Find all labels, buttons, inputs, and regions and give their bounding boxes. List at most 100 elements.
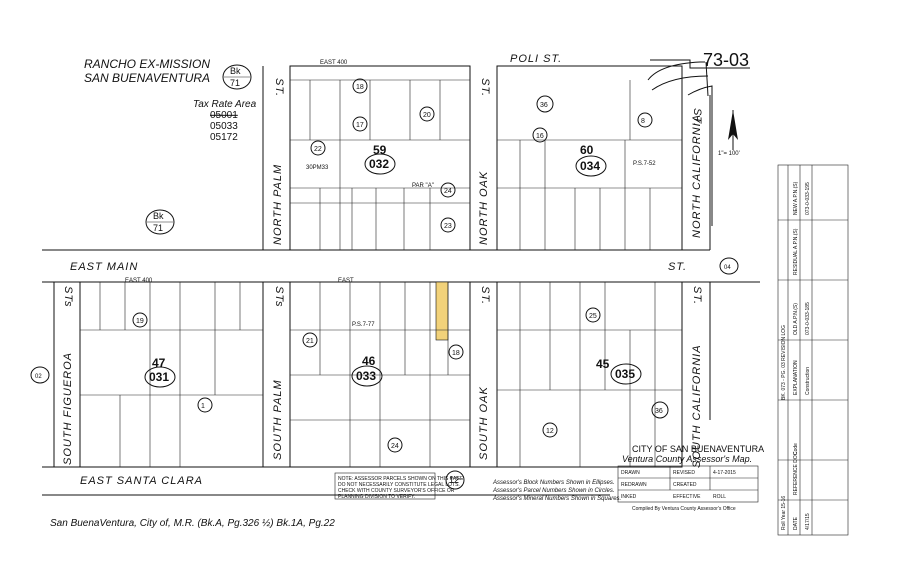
street-east-mid: EAST 400 — [125, 278, 153, 284]
svg-text:1: 1 — [201, 403, 205, 410]
book-ref-mid: Bk 71 — [145, 209, 175, 235]
svg-text:NOTE: ASSESSOR PARCELS SHOWN O: NOTE: ASSESSOR PARCELS SHOWN ON THIS PAG… — [338, 476, 464, 482]
svg-text:REVISED: REVISED — [673, 470, 695, 476]
svg-text:P.S.7-52: P.S.7-52 — [633, 161, 656, 167]
tax-rate-code-2: 05033 — [210, 121, 238, 132]
street-east-main-st: ST. — [668, 261, 687, 273]
block-031: 031 47 — [79, 281, 264, 468]
svg-text:24: 24 — [391, 443, 399, 450]
svg-text:30PM33: 30PM33 — [306, 165, 329, 171]
svg-text:4-17-2015: 4-17-2015 — [713, 470, 736, 476]
header-line-2: SAN BUENAVENTURA — [84, 71, 210, 85]
svg-text:073-0-033-195: 073-0-033-195 — [805, 182, 811, 215]
svg-text:12: 12 — [546, 428, 554, 435]
svg-text:031: 031 — [149, 370, 169, 384]
svg-text:59: 59 — [373, 143, 387, 157]
svg-text:36: 36 — [655, 408, 663, 415]
svg-text:21: 21 — [306, 338, 314, 345]
svg-text:P.S.7-77: P.S.7-77 — [352, 322, 375, 328]
street-south-figueroa-sts: STs — [62, 286, 74, 308]
street-south-figueroa: SOUTH FIGUEROA — [62, 352, 74, 465]
svg-text:035: 035 — [615, 367, 635, 381]
tax-rate-code-3: 05172 — [210, 132, 238, 143]
svg-text:034: 034 — [580, 159, 600, 173]
note-box: NOTE: ASSESSOR PARCELS SHOWN ON THIS PAG… — [334, 472, 464, 500]
parcel-circles: 18 17 20 22 24 23 16 8 19 1 21 24 18 25 … — [132, 78, 653, 453]
svg-text:46: 46 — [362, 354, 376, 368]
street-south-oak-st: ST. — [479, 286, 491, 305]
svg-text:RESIDUAL A.P.N.(S): RESIDUAL A.P.N.(S) — [793, 228, 799, 275]
svg-text:Code: Code — [793, 443, 799, 455]
svg-text:45: 45 — [596, 357, 610, 371]
block-032: 032 59 30PM33 PAR "A" — [289, 65, 471, 251]
title-block: CITY OF SAN BUENAVENTURA Ventura County … — [617, 444, 764, 512]
block-035: 035 45 36 — [496, 281, 683, 468]
svg-text:DRAWN: DRAWN — [621, 470, 640, 476]
svg-text:19: 19 — [136, 318, 144, 325]
svg-text:CREATED: CREATED — [673, 482, 697, 488]
legend: Assessor's Block Numbers Shown in Ellips… — [492, 480, 621, 502]
svg-text:DATE: DATE — [793, 516, 799, 530]
street-east-mid2: EAST — [338, 278, 354, 284]
svg-text:EFFECTIVE: EFFECTIVE — [673, 494, 701, 500]
book-ref-top: Bk 71 — [222, 64, 252, 90]
svg-text:NEW A.P.N.(S): NEW A.P.N.(S) — [793, 181, 799, 215]
map-number: 73-03 — [650, 50, 750, 70]
scale-label: 1"= 100' — [718, 151, 740, 157]
svg-text:25: 25 — [589, 313, 597, 320]
svg-text:Assessor's Mineral Numbers Sho: Assessor's Mineral Numbers Shown in Squa… — [492, 496, 621, 502]
svg-text:04: 04 — [724, 265, 731, 271]
svg-text:02: 02 — [35, 374, 42, 380]
svg-text:073-0-033-185: 073-0-033-185 — [805, 302, 811, 335]
svg-text:8: 8 — [641, 118, 645, 125]
svg-text:Roll Year 15-16: Roll Year 15-16 — [781, 496, 787, 530]
street-east-main: EAST MAIN — [70, 261, 138, 273]
svg-text:CHECK WITH COUNTY SURVEYOR'S O: CHECK WITH COUNTY SURVEYOR'S OFFICE OR — [338, 488, 455, 494]
street-north-palm-st: ST. — [273, 78, 285, 97]
tax-rate-area-title: Tax Rate Area — [193, 99, 257, 110]
svg-text:16: 16 — [536, 133, 544, 140]
svg-text:71: 71 — [153, 223, 163, 233]
svg-text:17: 17 — [356, 122, 364, 129]
svg-text:18: 18 — [356, 84, 364, 91]
north-arrow-icon: 1"= 100' — [718, 110, 740, 157]
svg-text:CITY OF SAN BUENAVENTURA: CITY OF SAN BUENAVENTURA — [632, 444, 764, 454]
svg-text:PLANNING DIVISION TO VERIFY.: PLANNING DIVISION TO VERIFY. — [338, 494, 415, 500]
svg-text:033: 033 — [356, 369, 376, 383]
street-north-california-st: ST. — [691, 108, 703, 127]
tax-rate-code-1: 05001 — [210, 110, 238, 121]
svg-text:Assessor's Parcel Numbers Show: Assessor's Parcel Numbers Shown in Circl… — [492, 488, 615, 494]
svg-text:24: 24 — [444, 188, 452, 195]
page-circle: 12 — [445, 470, 465, 490]
block-033: 033 46 P.S.7-77 — [289, 281, 471, 468]
street-north-oak-st: ST. — [479, 78, 491, 97]
svg-text:60: 60 — [580, 143, 594, 157]
svg-text:22: 22 — [314, 146, 322, 153]
svg-text:Bk: Bk — [230, 66, 241, 76]
street-east-santa-clara: EAST SANTA CLARA — [80, 475, 203, 487]
svg-text:18: 18 — [452, 350, 460, 357]
street-south-california-st: ST. — [691, 286, 703, 305]
svg-text:12: 12 — [449, 475, 459, 485]
svg-text:71: 71 — [230, 78, 240, 88]
svg-text:PAR "A": PAR "A" — [412, 183, 434, 189]
revision-log: Roll Year 15-16 BK. 073 - PG. 03 REVISIO… — [777, 164, 849, 536]
svg-text:Construction: Construction — [805, 367, 811, 395]
svg-text:Compiled By Ventura County Ass: Compiled By Ventura County Assessor's Of… — [632, 506, 736, 512]
svg-text:73-03: 73-03 — [703, 50, 749, 70]
svg-text:REDRAWN: REDRAWN — [621, 482, 647, 488]
svg-text:INKED: INKED — [621, 494, 637, 500]
street-north-palm: NORTH PALM — [272, 164, 284, 245]
street-south-oak: SOUTH OAK — [478, 386, 490, 460]
svg-text:REFERENCE DOC.: REFERENCE DOC. — [793, 450, 799, 495]
street-poli: POLI ST. — [510, 53, 562, 65]
svg-text:032: 032 — [369, 157, 389, 171]
svg-text:36: 36 — [540, 102, 548, 109]
svg-text:47: 47 — [152, 356, 166, 370]
svg-text:DO NOT NECESSARILY CONSTITUTE: DO NOT NECESSARILY CONSTITUTE LEGAL LOTS… — [338, 482, 460, 488]
svg-text:ROLL: ROLL — [713, 494, 726, 500]
svg-text:Assessor's Block Numbers Shown: Assessor's Block Numbers Shown in Ellips… — [492, 480, 615, 486]
svg-text:Ventura County Assessor's Map.: Ventura County Assessor's Map. — [622, 454, 752, 464]
svg-text:23: 23 — [444, 223, 452, 230]
